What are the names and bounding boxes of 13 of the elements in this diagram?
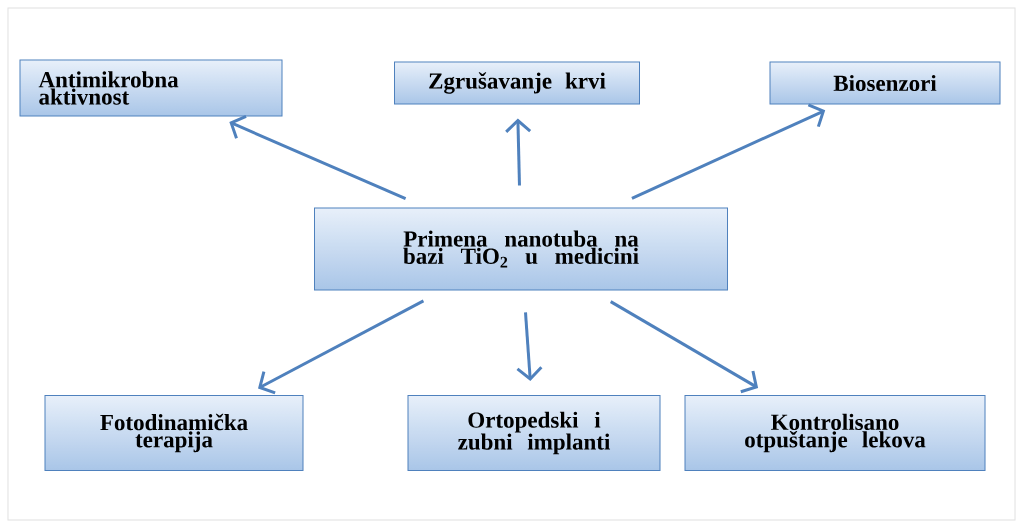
arrow <box>631 103 826 200</box>
topic-box: Biosenzori <box>769 61 1001 105</box>
topic-box: Ortopedski i zubni implanti <box>407 395 661 471</box>
center-box: Primena nanotuba na bazi TiO$_{2}$ u medicini <box>314 207 728 291</box>
topic-box: Kontrolisano otpuštanje lekova <box>684 395 986 471</box>
topic-box: Antimikrobna aktivnost <box>19 59 283 117</box>
arrow <box>505 118 532 186</box>
arrow <box>609 300 759 394</box>
arrow <box>258 299 425 395</box>
arrow <box>229 114 407 201</box>
topic-box: Zgrušavanje krvi <box>394 61 640 105</box>
topic-box: Fotodinamička terapija <box>44 395 304 471</box>
arrow <box>516 312 543 382</box>
